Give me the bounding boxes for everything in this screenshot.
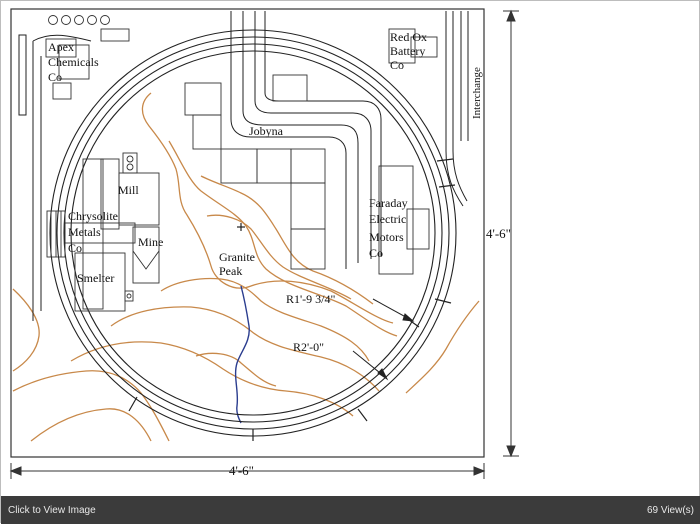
- label-radius-inner: R1'-9 3/4": [286, 292, 335, 306]
- label-radius-outer: R2'-0": [293, 340, 324, 354]
- label-smelter: Smelter: [77, 271, 114, 285]
- label-chrysolite-3: Co: [68, 241, 82, 255]
- label-jobyna: Jobyna: [249, 124, 284, 138]
- label-dim-horizontal: 4'-6": [229, 463, 254, 478]
- track-tick-marks: [128, 158, 456, 441]
- left-spur-tracks: [18, 34, 92, 321]
- layout-plan-diagram[interactable]: Apex Chemicals Co Red Ox Battery Co Inte…: [1, 1, 700, 496]
- dimension-lines: [9, 9, 519, 479]
- label-mill: Mill: [118, 183, 139, 197]
- jobyna-buildings: [184, 74, 326, 270]
- radius-leaders: [352, 298, 415, 381]
- stream: [234, 285, 250, 424]
- jobyna-tracks: [230, 11, 382, 269]
- image-footer-bar: Click to View Image 69 View(s): [1, 496, 700, 524]
- label-faraday-4: Co: [369, 246, 383, 260]
- label-faraday-1: Faraday: [369, 196, 408, 210]
- label-red-ox-2: Battery: [390, 44, 425, 58]
- terrain-contours: [12, 92, 480, 442]
- red-ox-structures: [388, 28, 438, 64]
- label-chrysolite-1: Chrysolite: [68, 209, 118, 223]
- label-mine: Mine: [138, 235, 163, 249]
- label-apex-1: Apex: [48, 40, 74, 54]
- label-apex-3: Co: [48, 70, 62, 84]
- interchange-tracks: [445, 11, 469, 207]
- click-to-view-link[interactable]: Click to View Image: [8, 504, 96, 516]
- apex-chemicals-structures: [45, 15, 130, 100]
- label-chrysolite-2: Metals: [68, 225, 101, 239]
- benchwork-outline: [10, 8, 485, 458]
- label-apex-2: Chemicals: [48, 55, 99, 69]
- label-red-ox-1: Red Ox: [390, 30, 427, 44]
- label-granite-peak-1: Granite: [219, 250, 255, 264]
- label-granite-peak-2: Peak: [219, 264, 242, 278]
- mill-complex-structures: [46, 152, 160, 312]
- label-interchange: Interchange: [471, 67, 483, 119]
- faraday-structures: [378, 165, 430, 275]
- view-count: 69 View(s): [646, 504, 694, 516]
- label-dim-vertical: 4'-6": [486, 226, 511, 241]
- label-faraday-2: Electric: [369, 212, 406, 226]
- label-red-ox-3: Co: [390, 58, 404, 72]
- label-faraday-3: Motors: [369, 230, 404, 244]
